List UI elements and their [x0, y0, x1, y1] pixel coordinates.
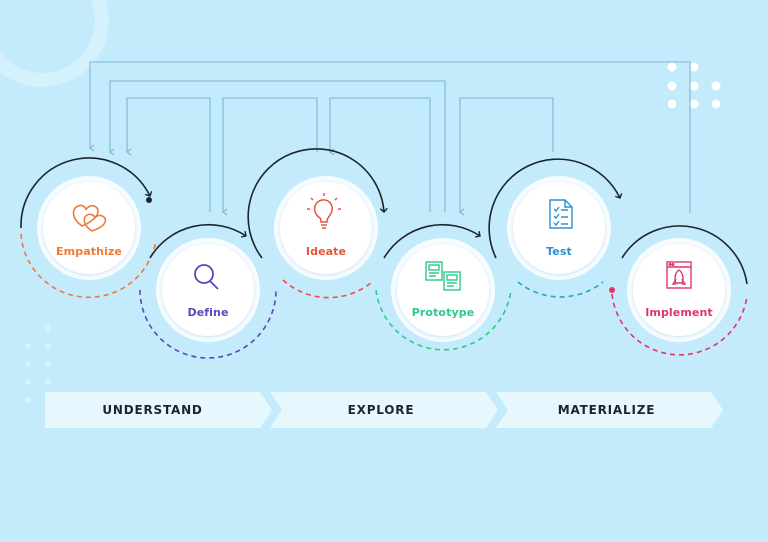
magnifier-icon	[194, 264, 219, 290]
define-top-arc	[149, 223, 247, 259]
decor-ring	[0, 0, 109, 87]
stage-prototype	[375, 223, 512, 351]
test-top-arc	[488, 158, 623, 259]
connector-prototype-to-empathize	[109, 80, 446, 212]
label-prototype: Prototype	[411, 306, 475, 319]
label-ideate: Ideate	[305, 245, 347, 258]
connector-implement-to-empathize	[89, 61, 691, 213]
prototype-dashed-arc	[375, 289, 512, 351]
stage-define	[139, 223, 277, 359]
phase-label-materialize: MATERIALIZE	[557, 403, 656, 417]
stage-implement	[609, 225, 748, 356]
feedback-connectors	[89, 61, 691, 216]
connector-define-to-empathize	[126, 97, 211, 212]
decor-dots-left	[25, 325, 51, 403]
stage-ideate	[247, 148, 388, 299]
ideate-top-arc	[247, 148, 388, 259]
ideate-dashed-arc	[282, 279, 373, 299]
banner-understand	[45, 392, 272, 428]
decor-dots-top-right	[667, 62, 721, 109]
hearts-icon	[72, 204, 107, 232]
label-test: Test	[546, 245, 572, 258]
prototype-top-arc	[383, 223, 481, 259]
connector-test-to-prototype	[459, 97, 554, 216]
label-empathize: Empathize	[56, 245, 122, 258]
define-dashed-arc	[139, 289, 277, 359]
stage-empathize	[20, 157, 157, 299]
lightbulb-icon	[307, 193, 341, 229]
implement-dashed-arc	[611, 293, 748, 356]
stage-test	[488, 158, 623, 298]
test-dashed-arc	[517, 281, 604, 298]
wireframe-icon	[425, 261, 461, 291]
empathize-top-arc	[20, 157, 153, 229]
connector-prototype-to-ideate	[329, 97, 431, 212]
checklist-icon	[549, 199, 573, 229]
phase-banners	[45, 392, 723, 428]
label-implement: Implement	[645, 306, 713, 319]
banner-materialize	[496, 392, 723, 428]
label-define: Define	[187, 306, 229, 319]
rocket-window-icon	[666, 261, 692, 289]
banner-explore	[270, 392, 498, 428]
phase-label-explore: EXPLORE	[347, 403, 415, 417]
phase-label-understand: UNDERSTAND	[102, 403, 203, 417]
empathize-dashed-arc	[20, 233, 157, 299]
connector-ideate-to-define	[222, 97, 318, 216]
implement-top-arc	[621, 225, 748, 285]
